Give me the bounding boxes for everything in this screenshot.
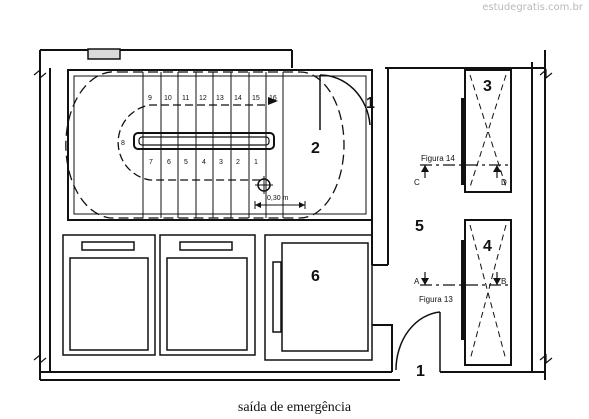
step-numbers-bottom: 7 6 5 4 3 2 1 8 [121, 140, 258, 166]
room-label-5: 5 [415, 218, 424, 235]
handrail [133, 132, 275, 150]
arrow-top-right [268, 97, 278, 105]
landing-step-number: 8 [121, 140, 125, 147]
cabin-2 [159, 234, 256, 356]
room-label-2: 2 [311, 140, 320, 157]
step-number: 11 [182, 95, 189, 102]
section-mark-d: D [501, 178, 507, 187]
section-mark-c: C [414, 178, 420, 187]
room-label-1-bottom: 1 [416, 363, 425, 380]
step-numbers-top: 9 10 11 12 13 14 15 16 [148, 95, 277, 102]
room-label-3: 3 [483, 78, 492, 95]
step-number: 10 [164, 95, 172, 102]
step-number: 15 [252, 95, 260, 102]
escape-route [65, 71, 345, 219]
door-top [319, 74, 371, 130]
step-number: 4 [202, 159, 206, 166]
step-number: 16 [269, 95, 277, 102]
step-number: 2 [236, 159, 240, 166]
step-number: 1 [254, 159, 258, 166]
section-mark-b: B [501, 277, 506, 286]
room-label-1-top: 1 [366, 95, 375, 112]
outer-wall-bottom [40, 371, 545, 381]
room-6 [264, 234, 373, 361]
figure-label-bottom: Figura 13 [419, 295, 453, 304]
step-number: 14 [234, 95, 242, 102]
plan-drawing: 9 10 11 12 13 14 15 16 7 6 5 4 3 2 1 8 0… [33, 48, 553, 381]
step-number: 7 [149, 159, 153, 166]
break-marks [33, 68, 553, 365]
dimension-line [254, 201, 306, 209]
figure-label-top: Figura 14 [421, 154, 455, 163]
cabin-1 [62, 234, 156, 356]
outer-wall-top [40, 49, 545, 69]
step-number: 12 [199, 95, 207, 102]
step-number: 3 [219, 159, 223, 166]
room-label-4: 4 [483, 238, 492, 255]
door-bottom [395, 311, 441, 372]
outer-wall-right [531, 50, 546, 380]
step-number: 13 [216, 95, 224, 102]
window-top [87, 48, 121, 60]
section-mark-a: A [414, 277, 420, 286]
walking-line [117, 104, 265, 181]
dimension-label: 0,30 m [267, 195, 289, 202]
outer-wall-left [39, 50, 51, 380]
caption: saída de emergência [237, 400, 352, 415]
arrow-dimension [255, 202, 305, 208]
step-number: 5 [184, 159, 188, 166]
step-number: 9 [148, 95, 152, 102]
watermark: estudegratis.com.br [482, 2, 583, 13]
step-number: 6 [167, 159, 171, 166]
room-label-6: 6 [311, 268, 320, 285]
